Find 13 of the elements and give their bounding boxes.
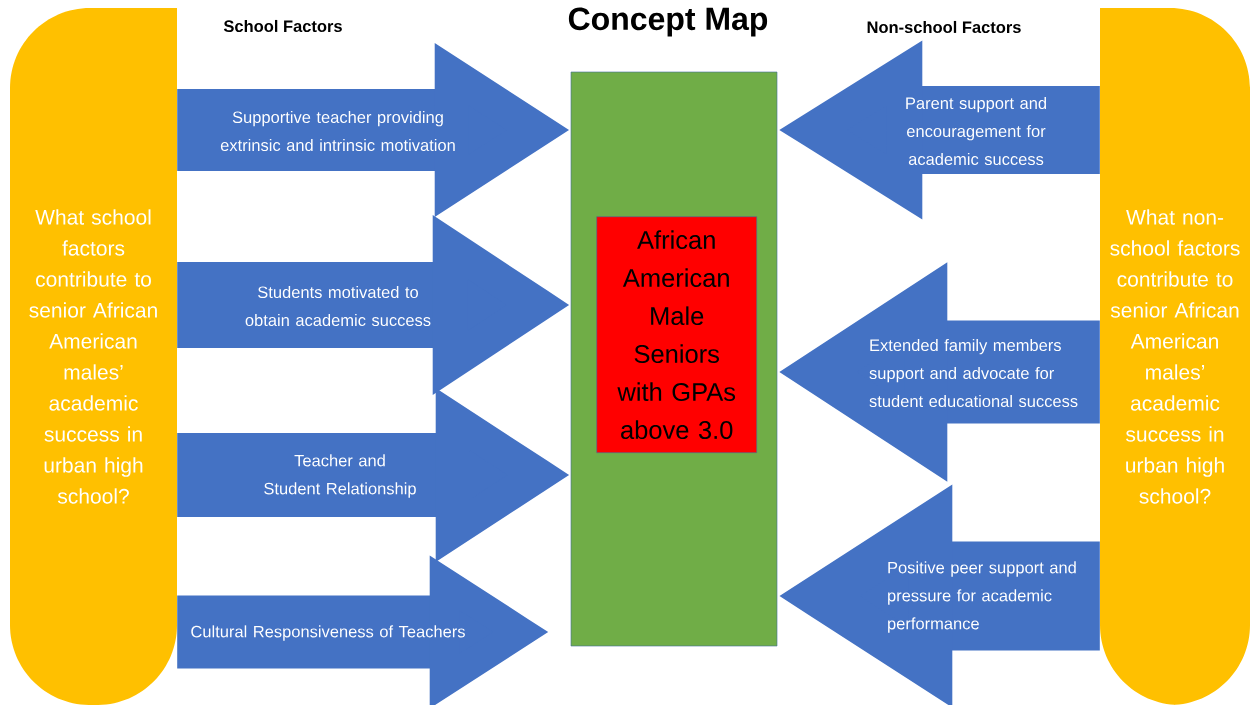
edge-label: Teacher and Student Relationship: [264, 454, 416, 498]
edge-label: Positive peer support and pressure for academic performance: [888, 561, 1076, 633]
section-heading: Non-school Factors: [867, 20, 1021, 34]
question-band: What school factors contribute to senior African American males’ academic success in urban high school?: [10, 8, 177, 705]
question-band: What non-school factors contribute to senior African American males’ academic success in urban high school?: [1100, 8, 1250, 705]
edge-label: Students motivated to obtain academic success: [245, 285, 431, 327]
edge-label: Cultural Responsiveness of Teachers: [191, 625, 465, 641]
title: Concept Map: [568, 7, 768, 37]
edge-label: Extended family members support and advocate for student educational success: [869, 338, 1078, 408]
section-heading: School Factors: [223, 19, 342, 33]
center-label-box: African American Male Seniors with GPAs above 3.0: [596, 216, 757, 453]
edge-label: Parent support and encouragement for academic success: [906, 96, 1046, 166]
edge-label: Supportive teacher providing extrinsic and intrinsic motivation: [220, 110, 455, 152]
